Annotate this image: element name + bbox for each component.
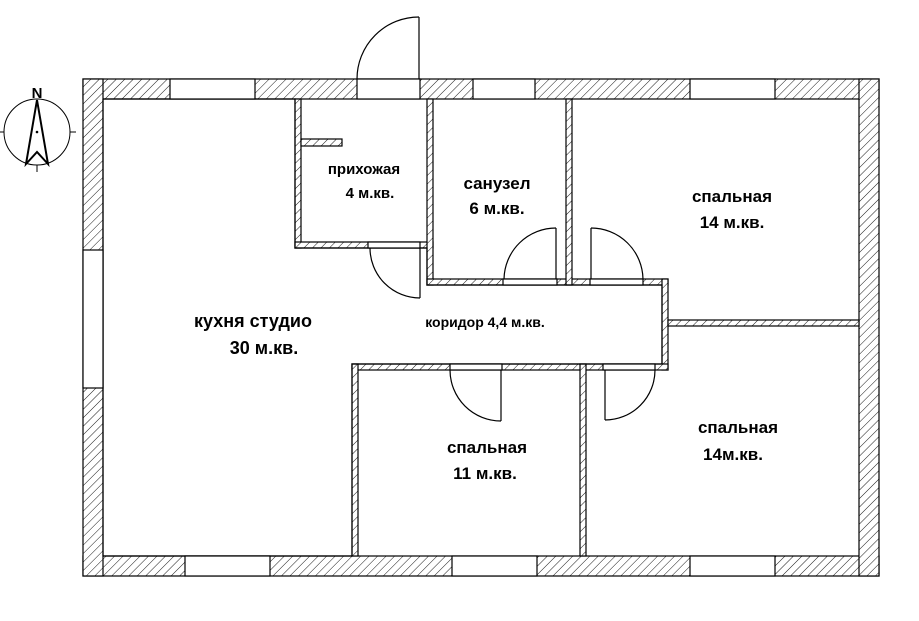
room-kitchen: кухня студио 30 м.кв.: [194, 311, 312, 358]
hallway-door[interactable]: [367, 241, 421, 299]
window: [689, 555, 776, 577]
bedroom-s-door[interactable]: [449, 363, 503, 422]
bathroom-door[interactable]: [502, 227, 558, 286]
room-bedroom-s: спальная 11 м.кв.: [447, 438, 527, 483]
bedroom-se-door[interactable]: [602, 363, 656, 421]
north-label: N: [32, 85, 43, 102]
room-area: 4 м.кв.: [346, 185, 395, 202]
compass-icon: N: [0, 85, 76, 172]
room-corridor: коридор 4,4 м.кв.: [425, 314, 545, 330]
room-label: коридор 4,4 м.кв.: [425, 314, 545, 330]
room-area: 6 м.кв.: [469, 199, 524, 218]
room-area: 30 м.кв.: [230, 338, 298, 358]
room-name: кухня студио: [194, 311, 312, 331]
room-bedroom-se: спальная 14м.кв.: [698, 418, 778, 464]
room-name: санузел: [463, 174, 530, 193]
room-name: прихожая: [328, 161, 400, 178]
entrance-door[interactable]: [356, 16, 421, 100]
window: [184, 555, 271, 577]
room-bedroom-ne: спальная 14 м.кв.: [692, 187, 772, 232]
room-name: спальная: [692, 187, 772, 206]
window: [472, 78, 536, 100]
room-area: 14 м.кв.: [700, 213, 765, 232]
room-hallway: прихожая 4 м.кв.: [328, 161, 400, 202]
window: [169, 78, 256, 100]
window: [82, 249, 104, 389]
window: [451, 555, 538, 577]
room-name: спальная: [698, 418, 778, 437]
window: [689, 78, 776, 100]
room-bathroom: санузел 6 м.кв.: [463, 174, 530, 218]
room-area: 14м.кв.: [703, 445, 763, 464]
bedroom-ne-door[interactable]: [589, 227, 644, 286]
room-area: 11 м.кв.: [453, 464, 517, 483]
windows: [82, 78, 776, 577]
room-name: спальная: [447, 438, 527, 457]
